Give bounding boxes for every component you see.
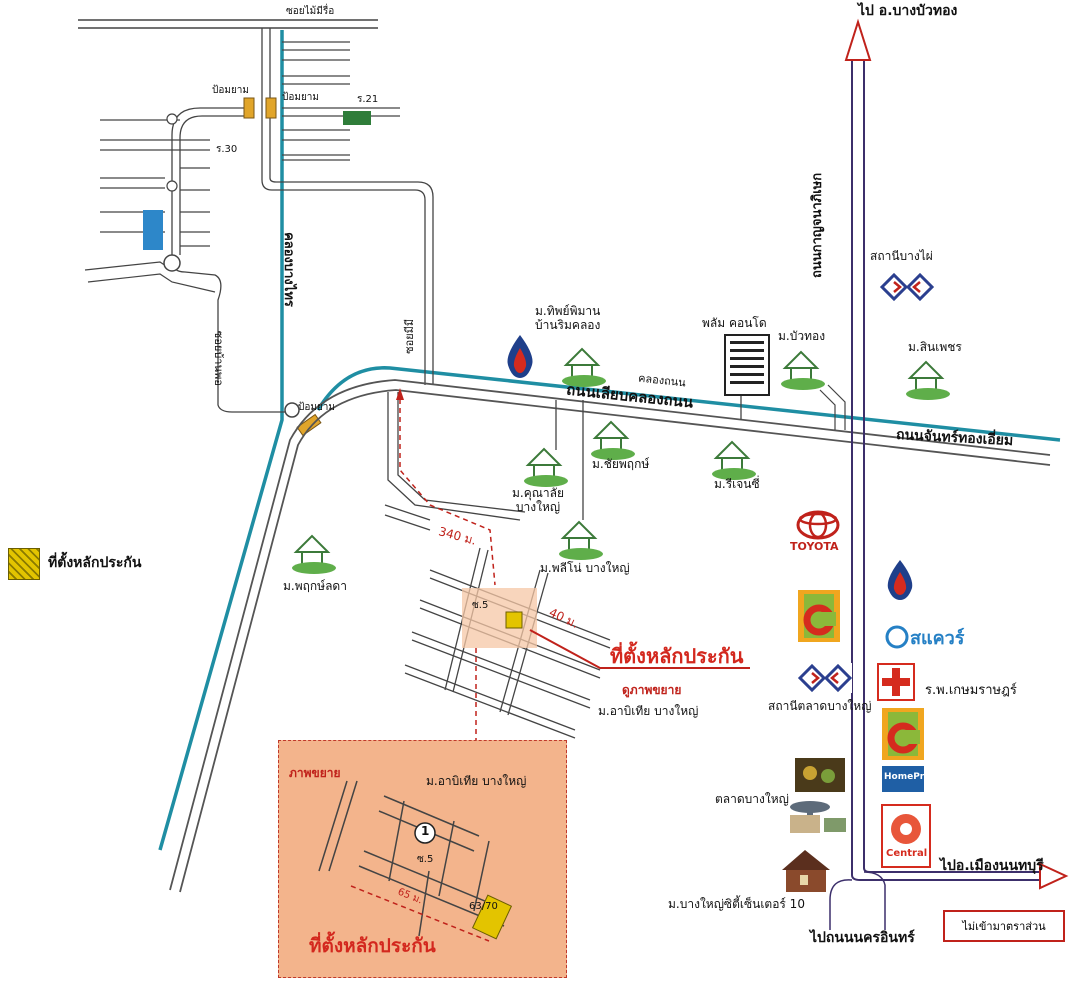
collateral-pointer (529, 629, 750, 669)
place-sin-phet: ม.สินเพชร (908, 340, 962, 354)
roundabout-1 (166, 113, 178, 125)
collateral-highlight (462, 588, 537, 648)
green-block (343, 111, 371, 125)
inset-panel: ภาพขยาย ม.อาบิเทีย บางใหญ่ 1 ซ.5 65 ม. 6… (278, 740, 567, 978)
place-station-talat: สถานีตลาดบางใหญ่ (768, 699, 872, 713)
bridge-label-3: ป้อมยาม (298, 402, 336, 413)
road-soi-vertical (261, 28, 434, 385)
bridge-marker-1 (243, 97, 255, 119)
train-station-icon-2 (797, 663, 853, 693)
place-thip-phiman: ม.ทิพย์พิมาน บ้านริมคลอง (535, 304, 601, 332)
bigc-logo-2 (882, 708, 924, 760)
legend-label: ที่ตั้งหลักประกัน (48, 555, 142, 571)
route-arrow (396, 388, 404, 400)
hospital-icon (877, 663, 915, 701)
central-logo (881, 804, 931, 868)
road-label-soi-left: ซอยบ้านพอ (211, 330, 225, 386)
place-abitia: ม.อาบิเทีย บางใหญ่ (598, 704, 699, 718)
highway-kanchanaphisek (851, 60, 1045, 881)
market-image (790, 758, 846, 833)
highway-arrow-up (844, 18, 872, 61)
road-label-to-nakhon-in: ไปถนนนครอินทร์ (810, 930, 915, 946)
road-label-r30: ร.30 (216, 144, 238, 155)
square-label: สแควร์ (910, 628, 965, 649)
homepro-logo (882, 766, 924, 792)
road-label-bangbuathong: ไป อ.บางบัวทอง (858, 3, 958, 19)
road-left-arm (84, 261, 216, 293)
bangyai-city-house-image (782, 850, 830, 892)
highway-loop (829, 871, 886, 930)
place-phruklada: ม.พฤกษ์ลดา (283, 579, 347, 593)
square-logo (885, 625, 909, 649)
soi5-label: ซ.5 (472, 600, 489, 611)
inset-label: ที่ตั้งหลักประกัน (309, 935, 436, 957)
roundabout-2 (166, 180, 178, 192)
inset-village: ม.อาบิเทีย บางใหญ่ (426, 774, 527, 788)
toyota-logo (796, 510, 840, 540)
place-plum-condo: พลัม คอนโด (702, 316, 767, 330)
place-bang-phai-station: สถานีบางไผ่ (870, 249, 933, 263)
central-label: Central (886, 848, 928, 859)
inset-title: ภาพขยาย (289, 766, 341, 780)
place-khun-alai: ม.คุณาลัย บางใหญ่ (512, 486, 565, 514)
inset-marker: 1 (421, 824, 430, 838)
legend-swatch (8, 548, 40, 580)
place-chai-phruek: ม.ชัยพฤกษ์ (592, 457, 650, 471)
house-icons (292, 347, 950, 574)
bridge-label-2: ป้อมยาม (282, 92, 320, 103)
road-right-grid (282, 41, 400, 161)
highway-arrow-right (1039, 862, 1069, 890)
place-pleno: ม.พลีโน่ บางใหญ่ (540, 561, 630, 575)
condo-building-icon (724, 334, 770, 396)
road-label-soi-ban-yam: ซอยมีมี (403, 318, 417, 354)
toyota-label: TOYOTA (790, 540, 839, 553)
enlarge-link[interactable]: ดูภาพขยาย (622, 683, 682, 697)
inset-soi: ซ.5 (417, 854, 434, 865)
road-soi-top (78, 19, 378, 29)
road-liap-khlong (169, 379, 1051, 893)
bridge-marker-2 (265, 97, 277, 119)
road-label-khlong-bang-phai: คลองบางไทร (280, 232, 296, 307)
place-bua-thong: ม.บัวทอง (778, 329, 826, 343)
route-dashed (399, 390, 496, 586)
road-label-kanchanaphisek: ถนนกาญจนาภิเษก (810, 172, 826, 279)
place-kasemrad: ร.พ.เกษมราษฎร์ (925, 683, 1017, 698)
water-tank (143, 210, 163, 250)
bridge-label-1: ป้อมยาม (212, 85, 250, 96)
no-scale-note: ไม่เข้ามาตราส่วน (943, 910, 1065, 942)
inset-map (318, 780, 513, 942)
roundabout-3 (163, 254, 181, 272)
gas-station-icon (507, 335, 533, 378)
road-label-soi-top: ซอยไม้มีรื่อ (286, 6, 335, 17)
collateral-main-label: ที่ตั้งหลักประกัน (610, 644, 744, 668)
place-regency: ม.รีเจนซี่ (714, 477, 760, 491)
train-station-icon (879, 272, 935, 302)
road-bua-thong-spur (819, 384, 846, 430)
road-label-to-nonthaburi: ไปอ.เมืองนนทบุรี (940, 858, 1044, 874)
gas-station-icon-2 (887, 560, 913, 600)
collateral-plot (505, 611, 523, 629)
place-talat-bangyai: ตลาดบางใหญ่ (715, 792, 789, 806)
road-left-village (100, 107, 285, 413)
canal-khlong-thanon (316, 366, 1061, 442)
bigc-logo (798, 590, 840, 642)
road-label-r21: ร.21 (357, 94, 379, 105)
inset-plot-no: 63/70 (469, 901, 498, 912)
homepro-label: HomePro (884, 772, 931, 782)
roundabout-4 (284, 402, 300, 418)
place-bangyai-city: ม.บางใหญ่ซิตี้เซ็นเตอร์ 10 (668, 897, 805, 911)
